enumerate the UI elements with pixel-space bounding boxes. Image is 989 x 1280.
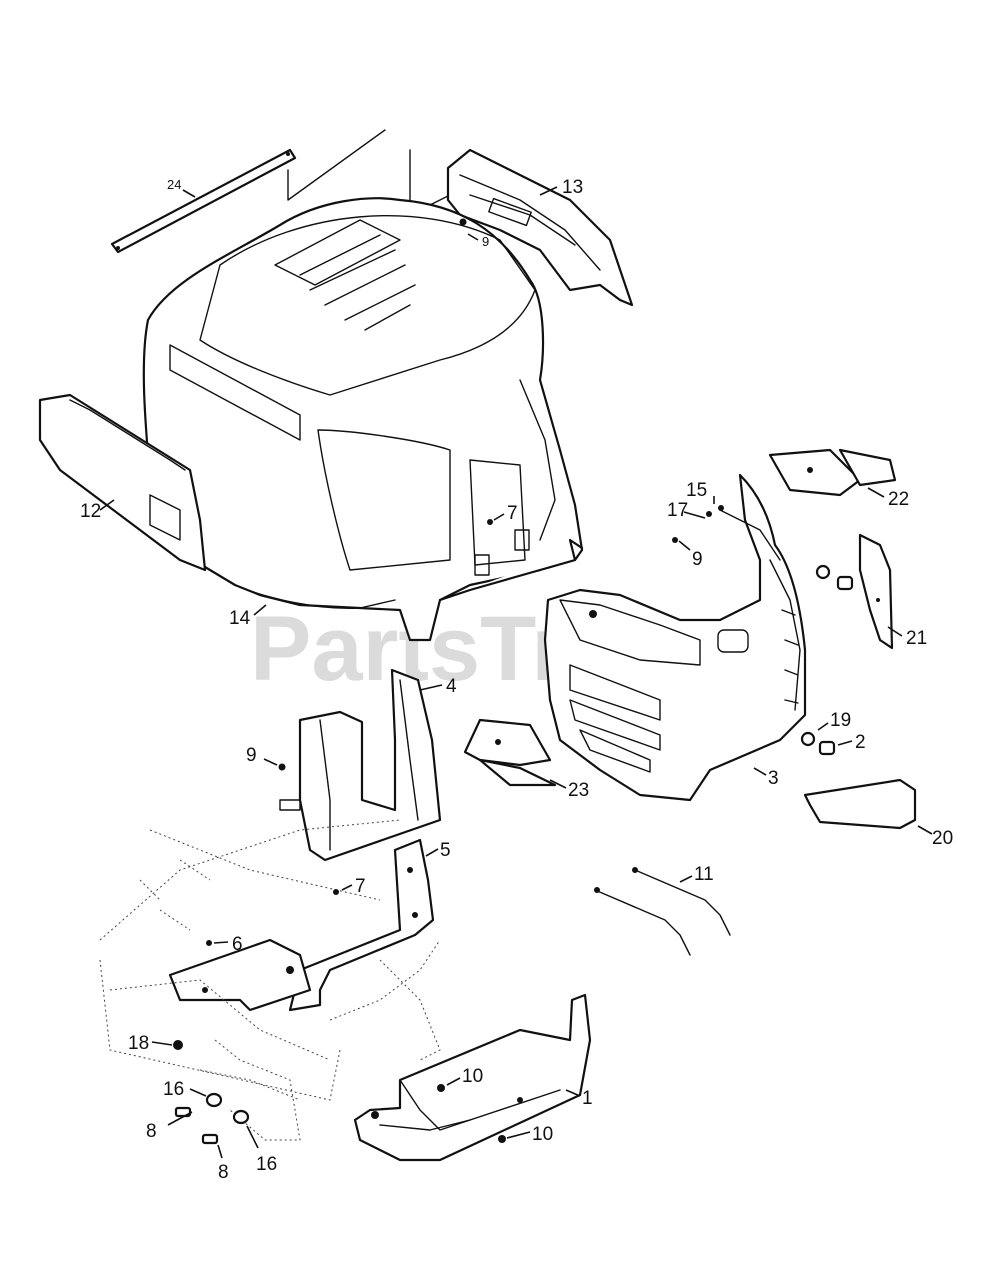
callout-11: 11 [694,864,714,885]
callout-10-lower: 10 [532,1124,553,1145]
callout-10-upper: 10 [462,1066,483,1087]
callout-12: 12 [80,501,101,522]
callout-15: 15 [686,480,707,501]
callout-6: 6 [232,934,243,955]
callout-20: 20 [932,828,953,849]
callout-23: 23 [568,780,589,801]
callout-8-upper: 8 [146,1121,157,1142]
fasteners [173,218,854,1145]
part-4-support-bracket [279,668,442,862]
callout-1: 1 [582,1088,593,1109]
leader-lines [99,186,933,1159]
part-20-panel [803,778,917,830]
part-24-strap [110,148,297,254]
callout-9-right: 9 [692,549,703,570]
part-1-front-bumper [353,993,592,1162]
callout-9-left: 9 [246,745,257,766]
callout-2: 2 [855,732,866,753]
part-12-side-panel [38,393,207,572]
callout-7-bracket: 7 [355,876,366,897]
callout-8-lower: 8 [218,1162,229,1183]
callout-14: 14 [229,608,251,629]
part-23-panel [463,718,557,787]
callout-22: 22 [888,489,909,510]
callout-9-top: 9 [482,234,489,249]
callout-24: 24 [167,177,181,192]
callout-17: 17 [667,500,688,521]
callout-4: 4 [446,676,457,697]
callout-3: 3 [768,768,779,789]
callout-16-upper: 16 [163,1079,184,1100]
part-14-hood [142,197,584,642]
callout-7-hood: 7 [507,503,518,524]
part-5-front-bracket [288,838,435,1012]
callout-16-lower: 16 [256,1154,277,1175]
callout-13: 13 [562,177,583,198]
callout-18: 18 [128,1033,149,1054]
part-22-panel [768,448,897,497]
part-11-cables [594,867,731,956]
callout-21: 21 [906,628,927,649]
callout-labels: 24 13 9 12 7 14 15 17 9 22 21 19 2 3 20 … [80,177,953,1183]
callout-19: 19 [830,710,851,731]
part-21-side-insert [858,533,894,650]
part-6-left-bracket [168,938,312,1012]
callout-5: 5 [440,840,451,861]
part-3-grille [543,473,807,802]
